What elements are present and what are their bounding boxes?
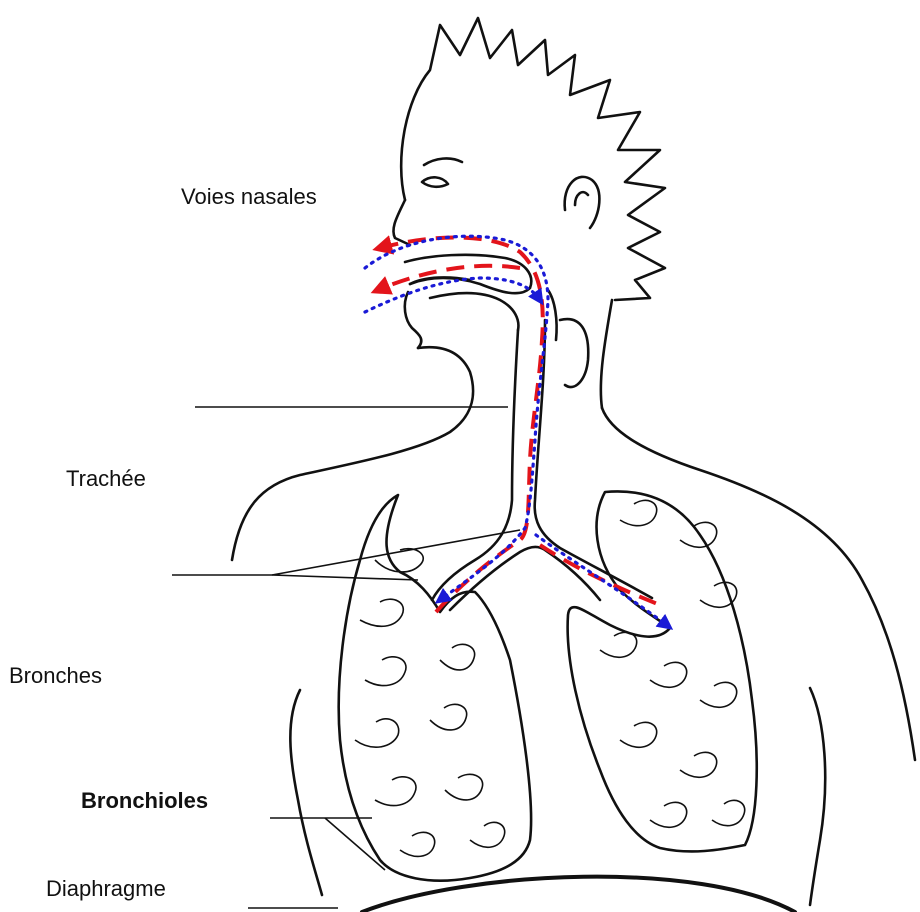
leader-lines <box>172 407 520 908</box>
label-trachee: Trachée <box>66 466 146 492</box>
label-voies-nasales: Voies nasales <box>181 184 317 210</box>
head-outline <box>393 18 665 408</box>
inhale-path <box>365 236 668 626</box>
diaphragm-curve <box>362 877 795 912</box>
right-lung <box>568 491 757 851</box>
torso-outline <box>290 688 825 905</box>
label-diaphragme: Diaphragme <box>46 876 166 902</box>
label-bronches: Bronches <box>9 663 102 689</box>
label-bronchioles: Bronchioles <box>81 788 208 814</box>
